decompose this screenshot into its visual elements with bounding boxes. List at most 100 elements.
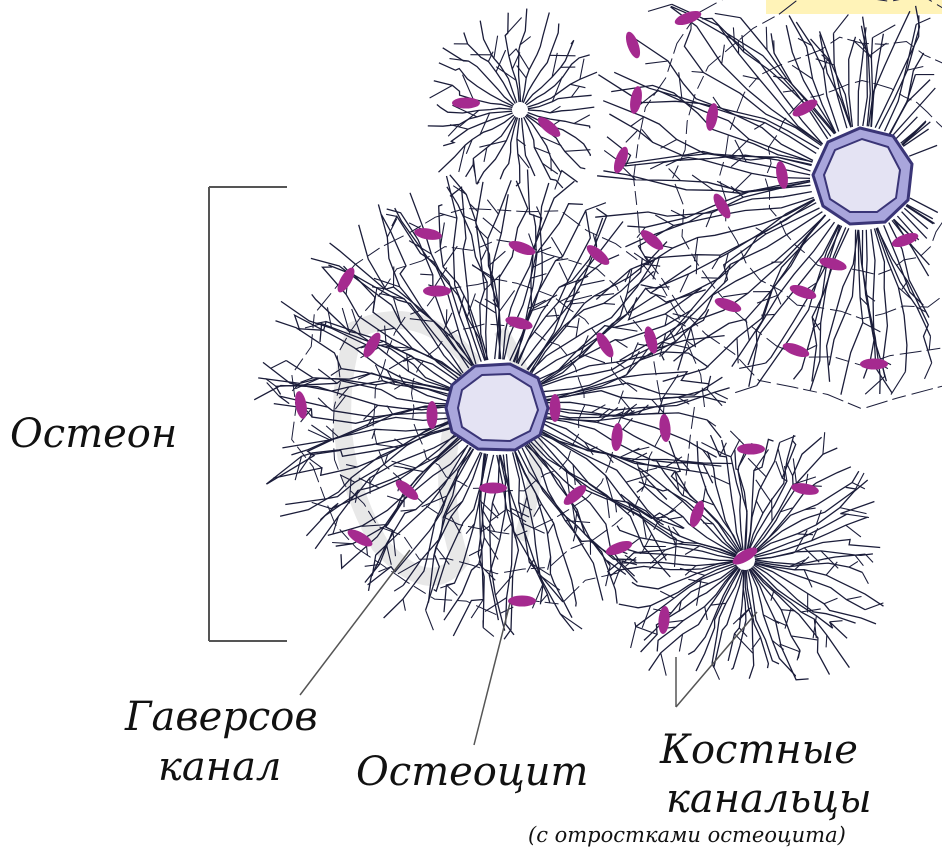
canaliculus-branch (364, 405, 378, 419)
canaliculus (528, 107, 594, 113)
canaliculus (466, 116, 515, 177)
canaliculus (634, 38, 819, 149)
canaliculus-branch (865, 376, 885, 394)
canaliculus-branch (621, 397, 634, 412)
canaliculus-branch (823, 432, 825, 454)
canaliculus-branch (471, 600, 483, 619)
canaliculus-branch (626, 130, 638, 142)
canaliculus (755, 554, 865, 564)
canaliculus (879, 6, 920, 129)
canaliculus-branch (426, 610, 434, 630)
canaliculus-branch (509, 49, 516, 56)
canaliculus-branch (711, 476, 730, 484)
canaliculus (862, 230, 880, 394)
canaliculus-branch (722, 45, 725, 64)
canaliculus-branch (787, 463, 793, 476)
canaliculus (624, 553, 735, 563)
canaliculus (752, 567, 850, 667)
canaliculus-branch (830, 621, 843, 622)
canaliculus-branch (668, 517, 683, 520)
canaliculus-branch (849, 561, 858, 567)
osteocyte (737, 444, 765, 455)
canaliculus-branch (483, 628, 494, 637)
canaliculus-branch (479, 141, 506, 148)
canaliculus (450, 175, 488, 360)
canaliculus-branch (581, 280, 605, 285)
canaliculus (702, 18, 828, 138)
canaliculus-branch (732, 139, 749, 155)
canaliculus-branch (271, 361, 287, 369)
osteocyte (535, 114, 564, 140)
canaliculus-branch (394, 585, 403, 591)
canaliculus-branch (555, 308, 558, 319)
canaliculus-branch (862, 572, 868, 583)
label-canaliculi-line2: канальцы (666, 776, 872, 822)
canaliculus-branch (701, 278, 719, 279)
canaliculus (751, 568, 829, 675)
haversian-canal-main (446, 364, 548, 450)
canaliculus (829, 230, 856, 366)
canaliculus-branch (446, 585, 457, 596)
canaliculus-branch (865, 554, 873, 562)
osteocyte (452, 98, 480, 109)
label-canaliculi-note: (с отростками остеоцита) (528, 823, 846, 847)
canaliculus-branch (531, 274, 547, 279)
canaliculus-branch (826, 635, 827, 647)
canaliculus (849, 37, 856, 127)
canaliculus-branch (804, 548, 819, 562)
canaliculus-branch (855, 555, 864, 566)
canaliculus-branch (401, 349, 412, 351)
canaliculus-branch (604, 303, 615, 304)
canaliculus-branch (496, 50, 506, 72)
canaliculus-branch (548, 523, 554, 534)
osteocyte (781, 340, 811, 360)
canaliculus-branch (925, 363, 932, 379)
canaliculus-branch (463, 75, 474, 100)
canaliculus-branch (487, 200, 498, 214)
canaliculus-branch (696, 255, 697, 275)
label-haversian-canal-line1: Гаверсов (124, 694, 318, 740)
canaliculus-branch (671, 210, 686, 217)
canaliculus-branch (443, 246, 457, 267)
canaliculus-branch (756, 500, 763, 513)
canaliculus-branch (824, 598, 837, 604)
canaliculus-branch (469, 549, 482, 556)
canaliculus-branch (420, 274, 433, 275)
canaliculus-branch (448, 124, 459, 136)
canaliculus (632, 562, 735, 589)
canaliculus-branch (735, 386, 757, 393)
canaliculus-branch (661, 140, 677, 149)
canaliculus-branch (583, 355, 605, 363)
canaliculi-network-top-branch (428, 9, 597, 190)
canaliculus-branch (565, 150, 591, 152)
canaliculus-branch (499, 290, 514, 311)
canaliculus (545, 413, 722, 438)
canaliculus-branch (697, 580, 702, 606)
canaliculus-branch (430, 85, 453, 98)
canaliculus-branch (484, 538, 498, 560)
canaliculus-branch (648, 4, 672, 11)
canaliculus-branch (504, 523, 513, 532)
canaliculus (464, 33, 516, 104)
canaliculus-branch (570, 84, 585, 87)
canaliculus-branch (846, 597, 861, 600)
canaliculus (526, 55, 589, 105)
canaliculus (500, 118, 517, 180)
leader-osteocyte (474, 603, 510, 745)
osteocyte (860, 359, 888, 370)
canaliculus (514, 204, 583, 363)
canaliculus-branch (710, 603, 726, 605)
canaliculus-branch (311, 425, 332, 440)
canaliculus-branch (475, 300, 496, 313)
canaliculus (544, 418, 732, 464)
osteocyte (479, 483, 507, 494)
canaliculus (598, 75, 813, 161)
canaliculus (516, 118, 520, 186)
canaliculus-branch (574, 115, 590, 124)
canaliculus-branch (580, 59, 584, 80)
osteocyte (628, 85, 644, 114)
canaliculus (874, 229, 887, 377)
canaliculus-branch (891, 372, 905, 395)
canaliculus-branch (847, 514, 869, 517)
canaliculus-branch (309, 458, 322, 468)
